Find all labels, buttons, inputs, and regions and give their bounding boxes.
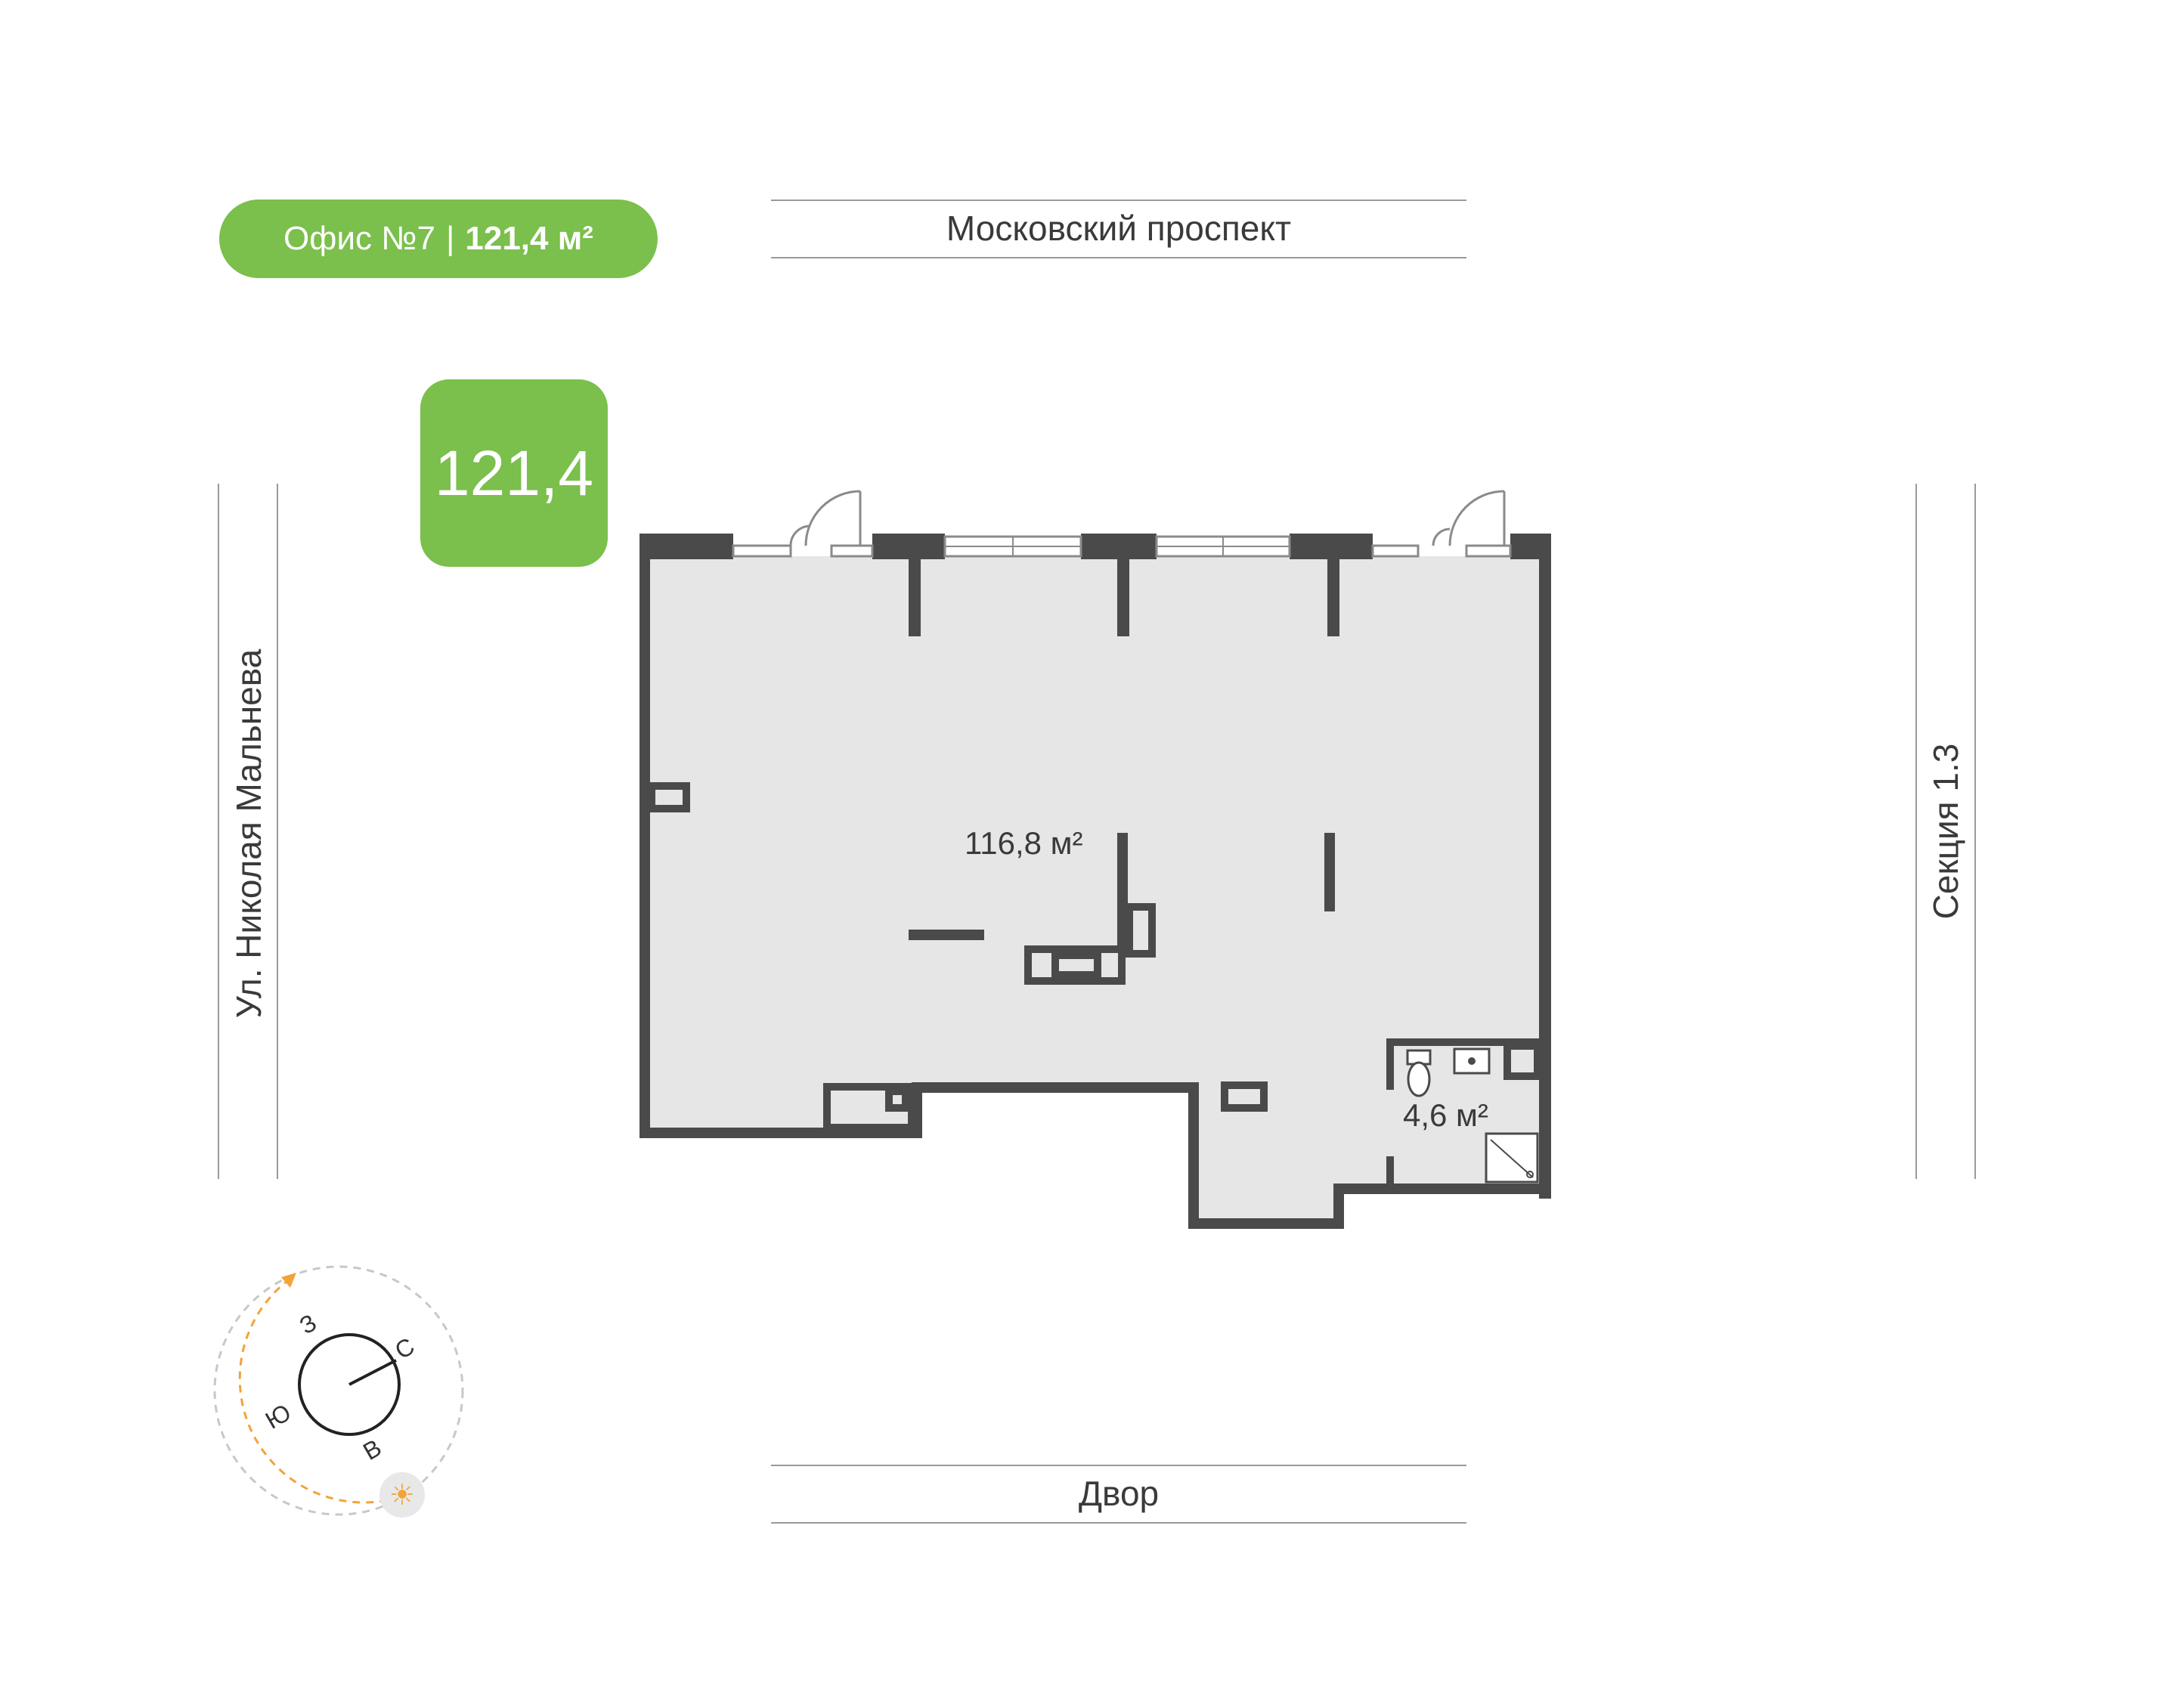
street-left-line-inner bbox=[277, 484, 278, 1179]
entrance-glazing-right bbox=[1371, 544, 1420, 558]
office-area: 121,4 м² bbox=[465, 220, 593, 257]
sun-marker: ☀ bbox=[379, 1472, 425, 1518]
area-badge-value: 121,4 bbox=[434, 437, 594, 509]
shaft-bathroom bbox=[1503, 1042, 1541, 1080]
street-left-line-outer bbox=[218, 484, 219, 1179]
shaft-bottom-left-inner bbox=[885, 1088, 909, 1112]
shaft-center-small bbox=[1126, 903, 1156, 958]
entrance-glazing-far-right bbox=[1465, 544, 1512, 558]
wall-bottom-right bbox=[1333, 1184, 1551, 1194]
pillar-2 bbox=[1117, 559, 1129, 636]
main-area-label: 116,8 м² bbox=[965, 825, 1083, 861]
street-top-line-lower bbox=[771, 257, 1466, 258]
compass-graphic bbox=[213, 1265, 464, 1516]
bathroom-wall-left-lower bbox=[1386, 1156, 1394, 1191]
wall-top-2 bbox=[872, 534, 945, 559]
wall-top-4 bbox=[1290, 534, 1373, 559]
street-bottom-line-lower bbox=[771, 1522, 1466, 1524]
toilet-bowl-icon bbox=[1407, 1061, 1431, 1097]
floor-fill bbox=[649, 556, 1542, 1218]
office-badge: Офис №7 | 121,4 м² bbox=[219, 200, 658, 278]
pillar-1 bbox=[909, 559, 921, 636]
wall-bottom-middle bbox=[912, 1082, 1199, 1093]
sun-icon: ☀ bbox=[389, 1479, 416, 1512]
area-badge: 121,4 bbox=[420, 379, 608, 567]
bathroom-area-label: 4,6 м² bbox=[1403, 1097, 1488, 1133]
interior-wall-horizontal bbox=[909, 930, 984, 940]
entrance-glazing-mid bbox=[830, 544, 874, 558]
pillar-3 bbox=[1327, 559, 1339, 636]
wall-left bbox=[639, 534, 650, 1138]
interior-wall-vertical-2 bbox=[1324, 833, 1335, 911]
wall-protrusion-right bbox=[1333, 1184, 1344, 1229]
street-top-line-upper bbox=[771, 200, 1466, 201]
office-separator: | bbox=[445, 220, 455, 257]
bathroom-wall-left-upper bbox=[1386, 1038, 1394, 1090]
street-right-line-outer bbox=[1974, 484, 1976, 1179]
wall-step-right-vertical bbox=[1188, 1082, 1199, 1229]
shaft-bottom-center bbox=[1221, 1081, 1268, 1112]
shaft-center-long-inner bbox=[1051, 951, 1101, 979]
office-name: Офис №7 bbox=[283, 220, 435, 257]
shaft-bottom-left bbox=[823, 1083, 915, 1131]
wall-top-1 bbox=[639, 534, 733, 559]
street-bottom-line-upper bbox=[771, 1465, 1466, 1466]
shaft-center-long bbox=[1024, 945, 1126, 985]
interior-wall-vertical-1 bbox=[1117, 833, 1128, 946]
wall-bottom-protrusion bbox=[1188, 1218, 1344, 1229]
entrance-glazing-left bbox=[732, 544, 792, 558]
bathroom-wall-top bbox=[1386, 1038, 1542, 1046]
street-label-bottom: Двор bbox=[1078, 1474, 1160, 1513]
street-right-line-inner bbox=[1915, 484, 1917, 1179]
wall-top-3 bbox=[1081, 534, 1157, 559]
shaft-left bbox=[648, 782, 690, 812]
wall-right bbox=[1539, 534, 1551, 1199]
street-label-top: Московский проспект bbox=[946, 209, 1292, 248]
compass: З С Ю В ☀ bbox=[212, 1255, 484, 1527]
